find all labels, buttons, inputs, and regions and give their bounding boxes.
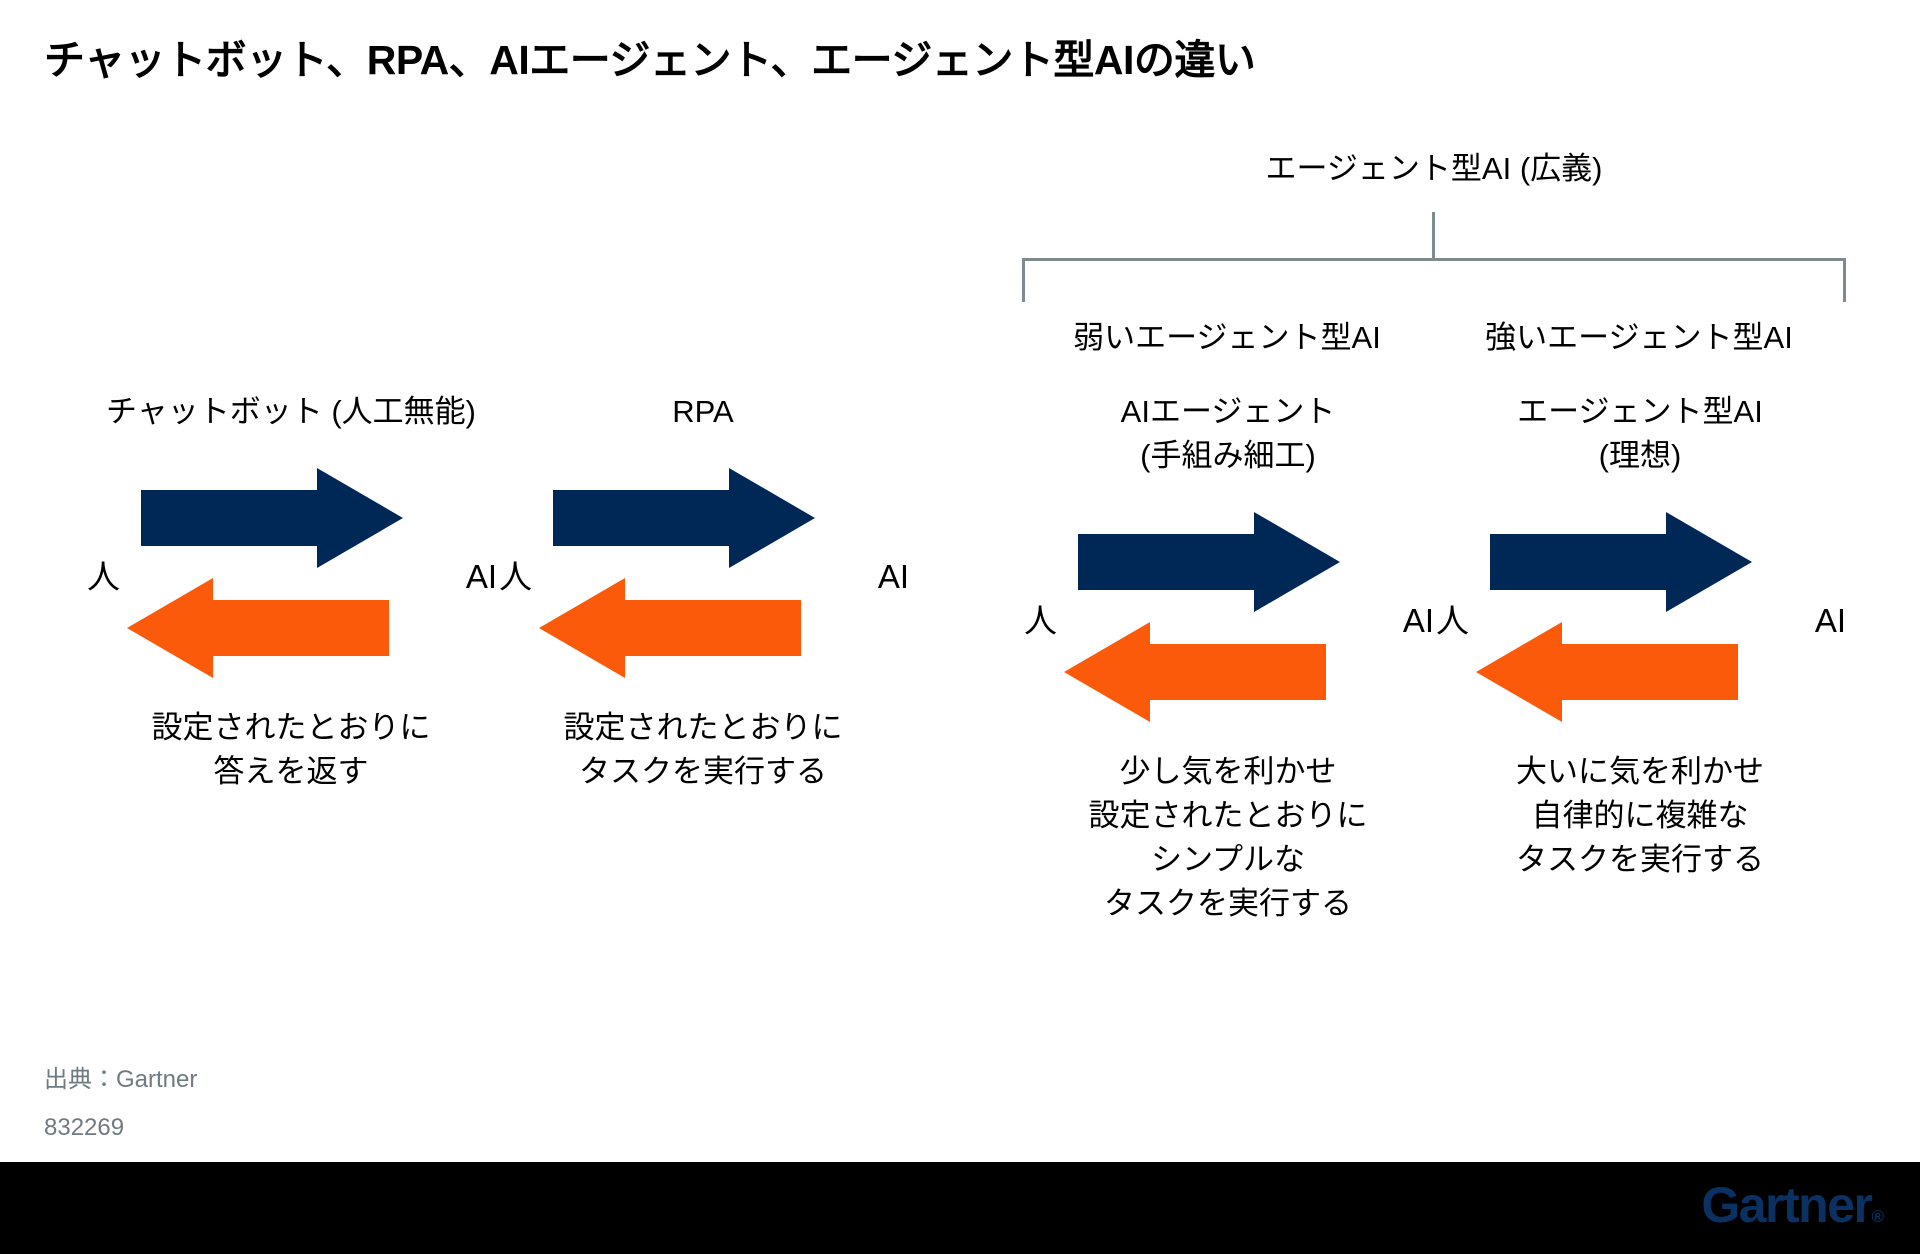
endpoint-label-ai: AI bbox=[465, 558, 497, 596]
column-title-line2: (手組み細工) bbox=[1140, 438, 1316, 474]
source-label: 出典：Gartner bbox=[44, 1066, 198, 1093]
column-ai-agent: AIエージェント (手組み細工) 人 AI 少し気を利かせ 設定されたとおりに … bbox=[1022, 390, 1434, 926]
arrow-right-icon bbox=[141, 468, 403, 569]
endpoint-label-ai: AI bbox=[1814, 602, 1846, 640]
column-chatbot: チャットボット (人工無能) 人 AI 設定されたとおりに 答えを返す bbox=[85, 390, 497, 794]
endpoint-label-ai: AI bbox=[1402, 602, 1434, 640]
column-caption: 大いに気を利かせ 自律的に複雑な タスクを実行する bbox=[1434, 750, 1846, 882]
page-title: チャットボット、RPA、AIエージェント、エージェント型AIの違い bbox=[44, 37, 1256, 83]
registered-trademark-icon: ® bbox=[1871, 1207, 1884, 1226]
caption-line: 設定されたとおりに bbox=[1088, 798, 1368, 834]
column-caption: 設定されたとおりに 答えを返す bbox=[85, 706, 497, 794]
column-title: AIエージェント (手組み細工) bbox=[1022, 390, 1434, 478]
column-title-line2: (理想) bbox=[1598, 438, 1682, 474]
arrow-right-icon bbox=[1490, 512, 1752, 613]
caption-line: シンプルな bbox=[1150, 842, 1306, 878]
column-caption: 設定されたとおりに タスクを実行する bbox=[497, 706, 909, 794]
column-rpa: RPA 人 AI 設定されたとおりに タスクを実行する bbox=[497, 390, 909, 794]
arrow-diagram: 人 AI bbox=[497, 462, 909, 692]
arrow-left-icon bbox=[127, 578, 389, 679]
arrow-left-icon bbox=[539, 578, 801, 679]
document-id: 832269 bbox=[44, 1114, 125, 1141]
caption-line: 設定されたとおりに bbox=[563, 710, 843, 746]
column-caption: 少し気を利かせ 設定されたとおりに シンプルな タスクを実行する bbox=[1022, 750, 1434, 926]
endpoint-label-human: 人 bbox=[87, 558, 120, 596]
endpoint-label-human: 人 bbox=[1436, 602, 1469, 640]
arrow-right-icon bbox=[1078, 512, 1340, 613]
caption-line: タスクを実行する bbox=[579, 754, 827, 790]
caption-line: 答えを返す bbox=[213, 754, 369, 790]
column-title: チャットボット (人工無能) bbox=[85, 390, 497, 434]
footer-bar: Gartner® bbox=[0, 1162, 1920, 1254]
column-title: エージェント型AI (理想) bbox=[1434, 390, 1846, 478]
bracket-right-leg bbox=[1843, 258, 1846, 302]
column-title-line1: チャットボット (人工無能) bbox=[106, 394, 476, 429]
group-label-agentic-ai-broad: エージェント型AI (広義) bbox=[1265, 151, 1603, 186]
endpoint-label-ai: AI bbox=[877, 558, 909, 596]
caption-line: タスクを実行する bbox=[1516, 842, 1764, 878]
sub-group-label-weak-agentic-ai: 弱いエージェント型AI bbox=[1073, 320, 1381, 355]
arrow-left-icon bbox=[1064, 622, 1326, 723]
column-title-line1: RPA bbox=[672, 394, 734, 429]
arrow-right-icon bbox=[553, 468, 815, 569]
caption-line: 自律的に複雑な bbox=[1531, 798, 1749, 834]
arrow-diagram: 人 AI bbox=[85, 462, 497, 692]
gartner-logo: Gartner® bbox=[1701, 1180, 1884, 1230]
bracket-horizontal-line bbox=[1022, 258, 1846, 261]
column-title: RPA bbox=[497, 390, 909, 434]
caption-line: タスクを実行する bbox=[1104, 886, 1352, 922]
caption-line: 設定されたとおりに bbox=[151, 710, 431, 746]
column-title-line1: AIエージェント bbox=[1120, 394, 1336, 429]
endpoint-label-human: 人 bbox=[499, 558, 532, 596]
caption-line: 大いに気を利かせ bbox=[1516, 754, 1764, 790]
arrow-left-icon bbox=[1476, 622, 1738, 723]
bracket-left-leg bbox=[1022, 258, 1025, 302]
bracket-stem bbox=[1432, 212, 1435, 260]
arrow-diagram: 人 AI bbox=[1022, 506, 1434, 736]
arrow-diagram: 人 AI bbox=[1434, 506, 1846, 736]
column-agentic-ai: エージェント型AI (理想) 人 AI 大いに気を利かせ 自律的に複雑な タスク… bbox=[1434, 390, 1846, 882]
sub-group-label-strong-agentic-ai: 強いエージェント型AI bbox=[1485, 320, 1793, 355]
endpoint-label-human: 人 bbox=[1024, 602, 1057, 640]
gartner-logo-text: Gartner bbox=[1701, 1177, 1873, 1233]
column-title-line1: エージェント型AI bbox=[1517, 394, 1763, 429]
source-block: 出典：Gartner 832269 bbox=[44, 1068, 197, 1140]
caption-line: 少し気を利かせ bbox=[1119, 754, 1337, 790]
